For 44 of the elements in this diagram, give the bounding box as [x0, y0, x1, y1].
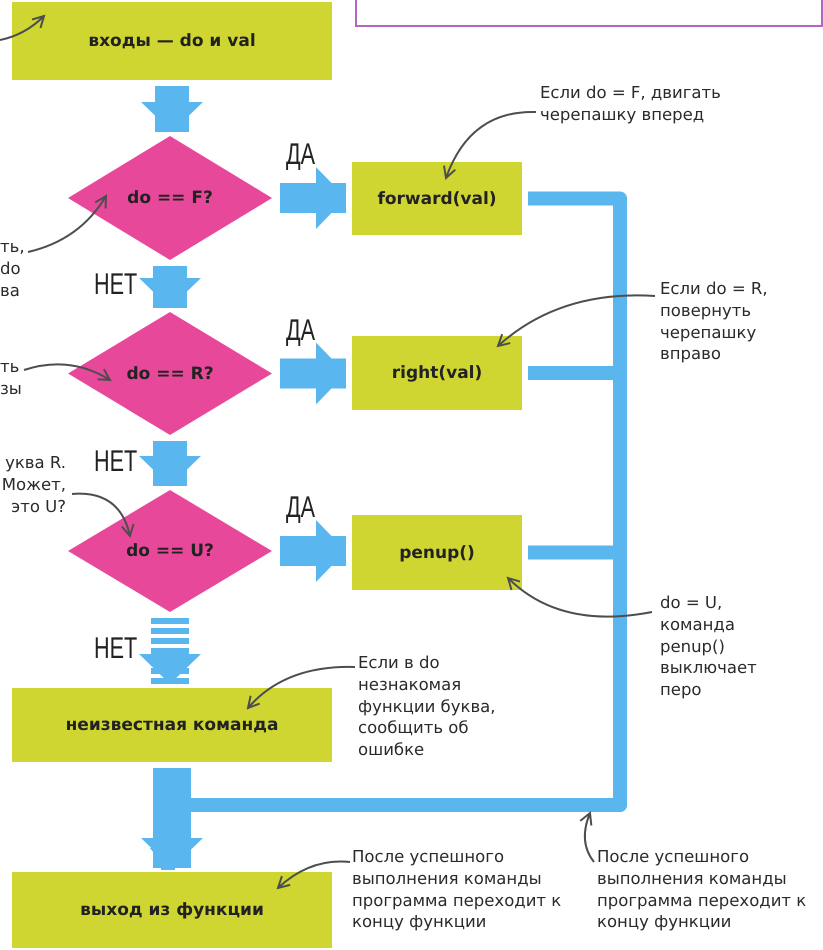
annotation-text: уква R. Может, это U? — [0, 452, 66, 518]
flow-arrow — [139, 618, 201, 684]
flow-arrow — [141, 86, 203, 132]
box-label: penup() — [399, 542, 475, 562]
process-box — [12, 872, 332, 948]
box-label: неизвестная команда — [66, 715, 278, 735]
flow-arrow — [280, 520, 346, 582]
condition-text: do == F? — [127, 188, 213, 208]
leader-line — [28, 195, 107, 253]
annotation-text: После успешного выполнения команды программа переходит к концу функции — [352, 846, 564, 934]
annotation-text: Если в do незнакомая функции буква, сообщить об ошибке — [358, 652, 516, 761]
leader-line — [72, 492, 134, 537]
flow-arrow — [141, 768, 203, 868]
leader-line — [24, 363, 111, 381]
edge-label: ДА — [286, 140, 316, 170]
process-box — [12, 688, 332, 762]
condition-text: do == R? — [126, 364, 214, 384]
annotation-text: Если do = F, двигать черепашку вперед — [540, 82, 780, 126]
annotation-text: ть, do ва — [0, 236, 40, 302]
flow-arrow — [139, 441, 201, 486]
process-box — [352, 336, 522, 410]
process-box — [352, 515, 522, 590]
box-label: выход из функции — [80, 900, 264, 920]
box-label: forward(val) — [377, 188, 497, 208]
leader-line — [507, 577, 652, 618]
annotation-text: ть зы — [0, 356, 28, 400]
box-label: right(val) — [392, 363, 482, 383]
box-label: входы — do и val — [88, 31, 256, 51]
leader-line — [277, 860, 350, 889]
annotation-text: Если do = R, повернуть черепашку вправо — [660, 278, 800, 366]
flow-arrow — [280, 167, 346, 229]
leader-line — [247, 666, 355, 709]
leader-line — [0, 15, 45, 41]
annotation-text: После успешного выполнения команды программа переходит к концу функции — [597, 846, 809, 934]
leader-line — [580, 812, 595, 863]
annotation-text: do = U, команда penup() выключает перо — [660, 592, 790, 701]
leader-line — [497, 294, 656, 347]
flow-arrow — [139, 266, 201, 308]
condition-text: do == U? — [126, 541, 214, 561]
process-box — [352, 162, 522, 235]
flow-arrow — [280, 342, 346, 404]
leader-line — [443, 111, 536, 179]
process-box — [12, 2, 332, 80]
edge-label: ДА — [286, 493, 316, 523]
